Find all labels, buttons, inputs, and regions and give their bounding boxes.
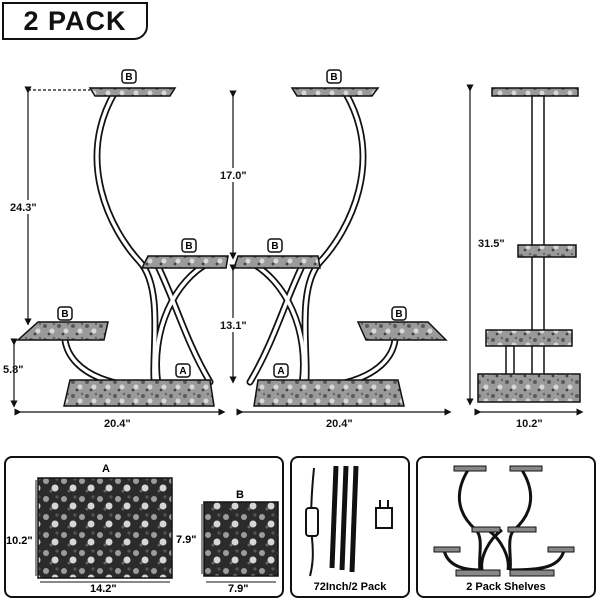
- front-view: B B B B B B A A 24.3": [3, 69, 452, 430]
- shelf-low-right: [356, 321, 448, 341]
- label-b-low-left: B: [57, 306, 73, 321]
- shelf-b-height: 7.9": [176, 534, 197, 546]
- shelf-a-width: 14.2": [90, 583, 117, 595]
- svg-text:B: B: [185, 241, 192, 252]
- base-right: [253, 379, 405, 407]
- shelf-mid-right: [232, 255, 321, 269]
- dim-right-width: 20.4": [326, 418, 353, 430]
- shelf-b-swatch: [203, 501, 279, 577]
- light-strip-1: [329, 465, 339, 569]
- shelf-mid-left: [140, 255, 229, 269]
- shelf-a-swatch: [37, 477, 173, 579]
- shelf-top-right: [290, 87, 380, 97]
- plug-adapter-icon: [375, 507, 393, 529]
- svg-text:A: A: [277, 366, 284, 377]
- light-strip-3: [349, 465, 359, 573]
- side-view: 31.5" 10.2": [466, 84, 584, 430]
- label-b-mid-left: B: [181, 238, 197, 253]
- light-cable: [309, 467, 315, 577]
- dim-upper-height: 24.3": [10, 202, 37, 214]
- label-b-top-left: B: [121, 69, 137, 84]
- dimension-drawing: B B B B B B A A 24.3": [3, 69, 584, 430]
- panel-light-strip: 72Inch/2 Pack: [290, 456, 410, 598]
- label-a-right: A: [273, 363, 289, 378]
- label-a-left: A: [175, 363, 191, 378]
- svg-text:B: B: [125, 72, 132, 83]
- svg-text:B: B: [271, 241, 278, 252]
- light-strip-caption: 72Inch/2 Pack: [314, 581, 388, 593]
- dim-side-depth: 10.2": [516, 418, 543, 430]
- shelf-top-left: [88, 87, 177, 97]
- base-left: [63, 379, 215, 407]
- label-b-low-right: B: [391, 306, 407, 321]
- shelf-a-height: 10.2": [6, 535, 33, 547]
- label-b-top-right: B: [326, 69, 342, 84]
- light-strip-2: [339, 465, 349, 571]
- panel-pack-shelves: 2 Pack Shelves: [416, 456, 596, 598]
- dim-left-width: 20.4": [104, 418, 131, 430]
- shelf-a-label: A: [102, 463, 110, 475]
- dim-side-height: 31.5": [478, 238, 505, 250]
- svg-text:A: A: [179, 366, 186, 377]
- svg-text:B: B: [330, 72, 337, 83]
- svg-text:B: B: [61, 309, 68, 320]
- panel-shelf-sizes: A 10.2" 14.2" B 7.9" 7.9": [4, 456, 284, 598]
- shelf-b-label: B: [236, 489, 244, 501]
- dim-mid-gap: 13.1": [220, 320, 247, 332]
- shelf-b-width: 7.9": [228, 583, 249, 595]
- pack-shelves-caption: 2 Pack Shelves: [466, 581, 546, 593]
- pack-badge: 2 PACK: [2, 2, 148, 40]
- inline-switch-icon: [305, 507, 319, 537]
- svg-text:B: B: [395, 309, 402, 320]
- dim-top-gap: 17.0": [220, 170, 247, 182]
- dim-lower-height: 5.8": [3, 364, 24, 376]
- shelf-low-left: [16, 321, 109, 341]
- label-b-mid-right: B: [267, 238, 283, 253]
- pack-badge-text: 2 PACK: [23, 5, 127, 36]
